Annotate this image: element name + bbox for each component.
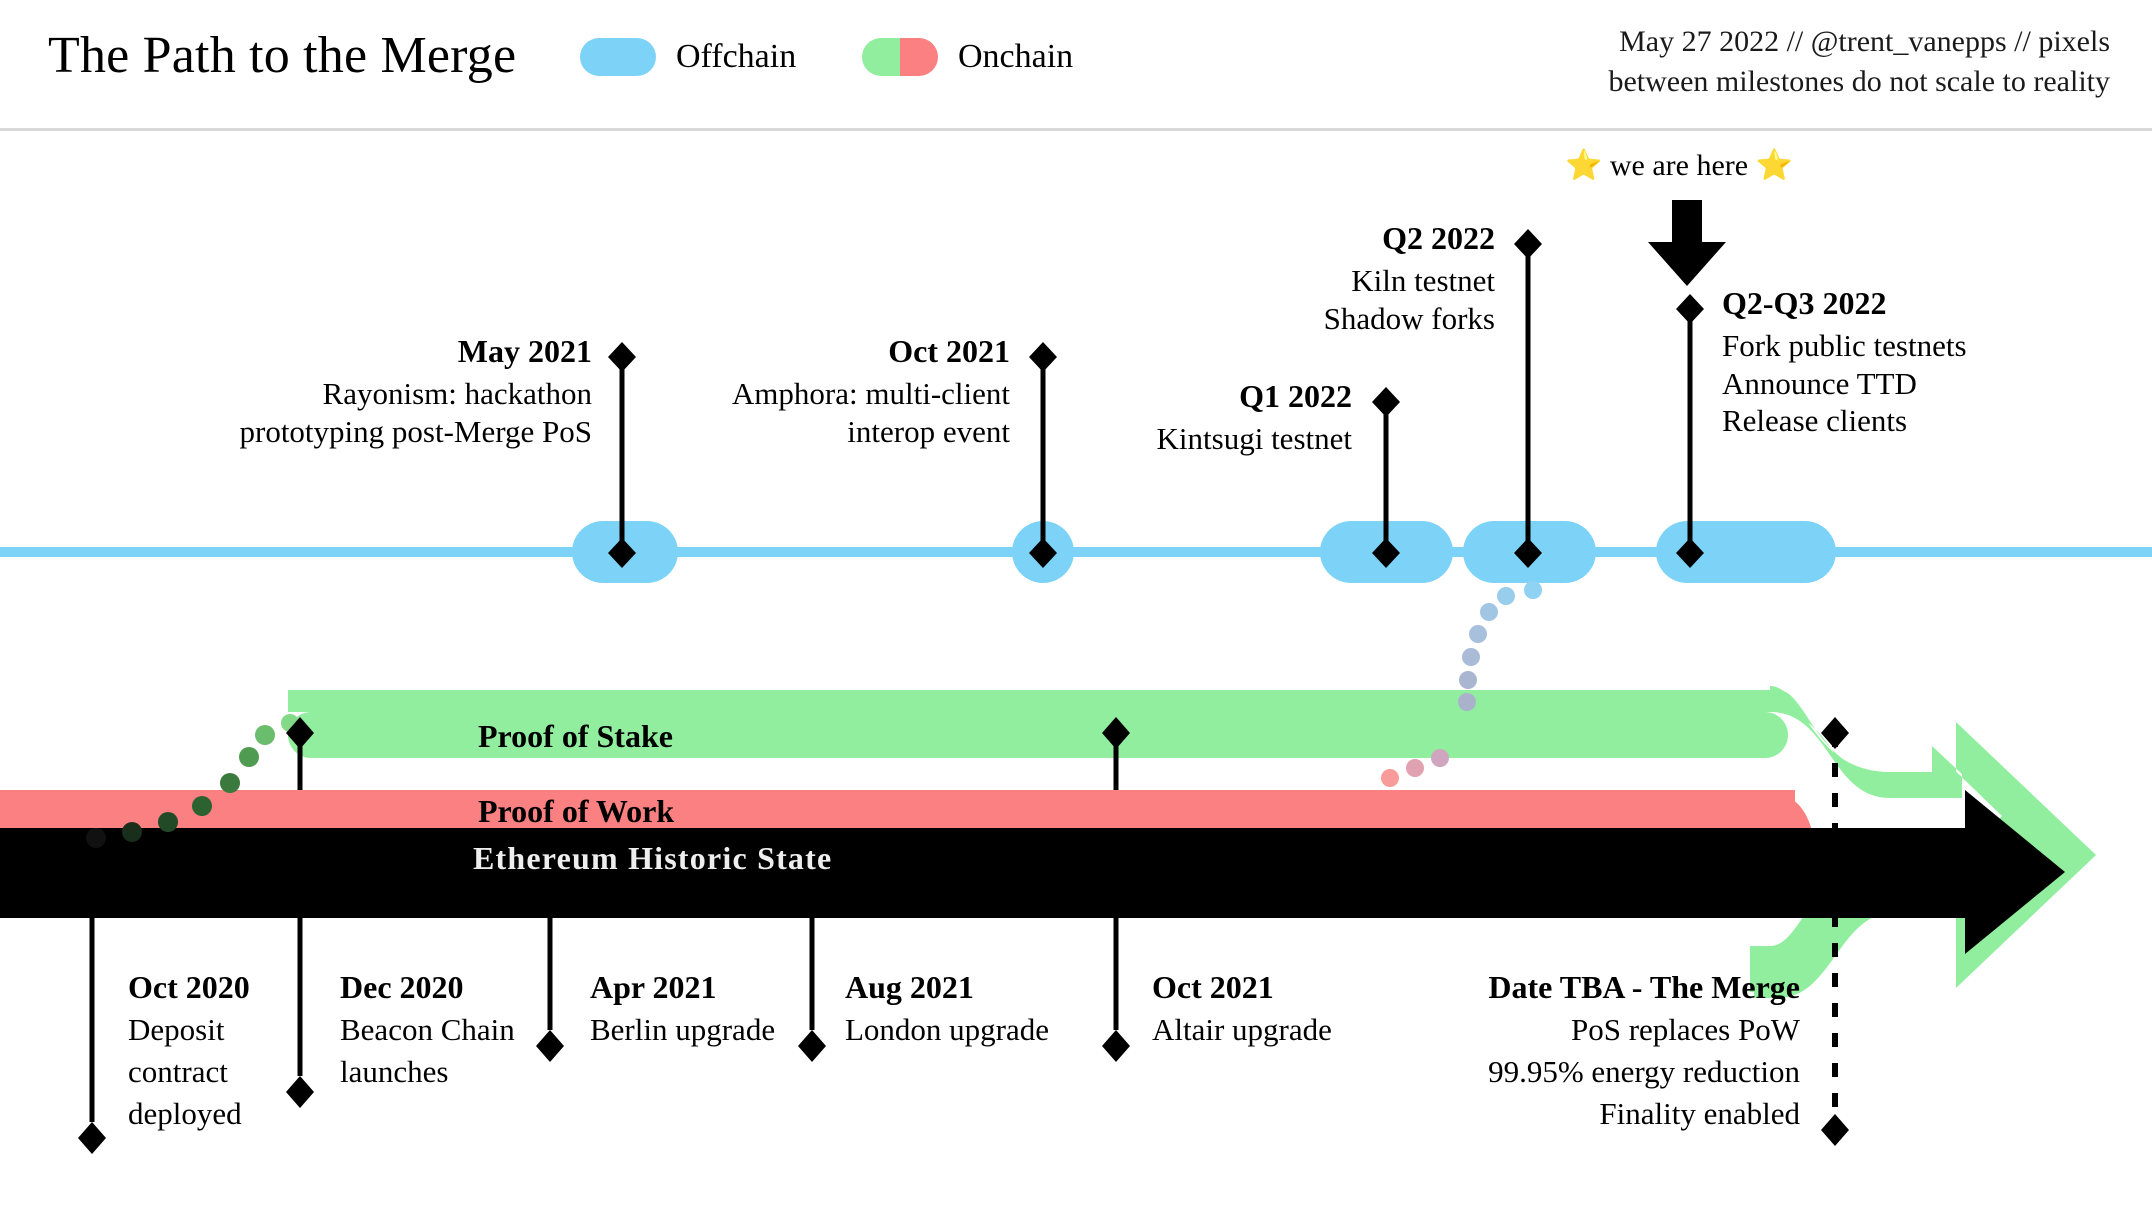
historic-state-label: Ethereum Historic State	[473, 840, 833, 876]
milestone-line: Berlin upgrade	[590, 1012, 776, 1048]
offchain-node-q1-2022[interactable]	[1320, 521, 1453, 583]
milestone-line: Kintsugi testnet	[1156, 421, 1352, 457]
milestone-line: Deposit	[128, 1012, 225, 1048]
attribution-line-1: May 27 2022 // @trent_vanepps // pixels	[1619, 25, 2110, 58]
milestone-label-oct-2021: Oct 2021 Amphora: multi-client interop e…	[640, 332, 1010, 450]
milestone-line: contract	[128, 1054, 228, 1090]
onchain-label-apr-2021: Apr 2021 Berlin upgrade	[590, 966, 775, 1051]
milestone-line: Amphora: multi-client	[731, 376, 1010, 412]
offchain-node-may-2021[interactable]	[572, 521, 678, 583]
onchain-label-dec-2020: Dec 2020 Beacon Chain launches	[340, 966, 515, 1093]
attribution-line-2: between milestones do not scale to reali…	[1608, 64, 2110, 98]
onchain-label-oct-2020: Oct 2020 Deposit contract deployed	[128, 966, 250, 1135]
offchain-timeline-line	[0, 547, 2152, 557]
milestone-date: Oct 2020	[128, 969, 250, 1005]
milestone-label-may-2021: May 2021 Rayonism: hackathon prototyping…	[180, 332, 593, 450]
milestone-line: Release clients	[1722, 402, 1908, 438]
onchain-swatch-icon	[862, 38, 938, 76]
milestone-date: Apr 2021	[590, 969, 717, 1005]
we-are-here-label: ⭐ we are here ⭐	[1565, 149, 1793, 182]
proof-of-work-label: Proof of Work	[478, 793, 675, 829]
milestone-line: prototyping post-Merge PoS	[239, 413, 593, 449]
milestone-date: Oct 2021	[1152, 969, 1274, 1005]
legend-item-offchain: Offchain	[580, 38, 796, 76]
offchain-node-q2-2022[interactable]	[1463, 521, 1596, 583]
milestone-line: deployed	[128, 1095, 242, 1131]
page-title: The Path to the Merge	[48, 27, 517, 84]
milestone-line: Altair upgrade	[1152, 1012, 1332, 1048]
milestone-label-q1-2022: Q1 2022 Kintsugi testnet	[1080, 377, 1352, 458]
onchain-label-oct-2021: Oct 2021 Altair upgrade	[1152, 966, 1332, 1051]
onchain-label-the-merge: Date TBA - The Merge PoS replaces PoW 99…	[1330, 966, 1800, 1135]
milestone-date: Q2-Q3 2022	[1722, 285, 1887, 321]
milestone-line: Announce TTD	[1722, 365, 1917, 401]
legend-item-onchain: Onchain	[862, 38, 1073, 76]
milestone-date: Q1 2022	[1239, 378, 1352, 414]
milestone-line: Rayonism: hackathon	[322, 376, 592, 412]
milestone-line: 99.95% energy reduction	[1488, 1054, 1800, 1090]
milestone-date: Dec 2020	[340, 969, 464, 1005]
milestone-label-q2q3-2022: Q2-Q3 2022 Fork public testnets Announce…	[1722, 284, 2142, 439]
legend-label-onchain: Onchain	[958, 38, 1074, 75]
milestone-date: Date TBA - The Merge	[1488, 969, 1800, 1005]
attribution: May 27 2022 // @trent_vanepps // pixels …	[1608, 22, 2110, 102]
milestone-line: London upgrade	[845, 1012, 1050, 1048]
milestone-line: launches	[340, 1054, 449, 1090]
milestone-date: Q2 2022	[1382, 220, 1495, 256]
legend-label-offchain: Offchain	[676, 38, 797, 75]
milestone-line: interop event	[847, 413, 1010, 449]
offchain-swatch-icon	[580, 38, 656, 76]
milestone-line: Beacon Chain	[340, 1012, 515, 1048]
milestone-date: Aug 2021	[845, 969, 974, 1005]
milestone-date: Oct 2021	[888, 333, 1010, 369]
onchain-label-aug-2021: Aug 2021 London upgrade	[845, 966, 1049, 1051]
milestone-line: Shadow forks	[1323, 300, 1495, 336]
milestone-line: Fork public testnets	[1722, 328, 1967, 364]
proof-of-stake-label: Proof of Stake	[478, 718, 673, 754]
header-divider	[0, 128, 2152, 131]
milestone-line: Kiln testnet	[1351, 263, 1495, 299]
offchain-node-q2q3-2022[interactable]	[1656, 521, 1836, 583]
offchain-node-oct-2021[interactable]	[1012, 521, 1074, 583]
milestone-line: Finality enabled	[1599, 1095, 1800, 1131]
milestone-date: May 2021	[457, 333, 592, 369]
milestone-line: PoS replaces PoW	[1570, 1012, 1800, 1048]
milestone-label-q2-2022: Q2 2022 Kiln testnet Shadow forks	[1200, 219, 1495, 337]
